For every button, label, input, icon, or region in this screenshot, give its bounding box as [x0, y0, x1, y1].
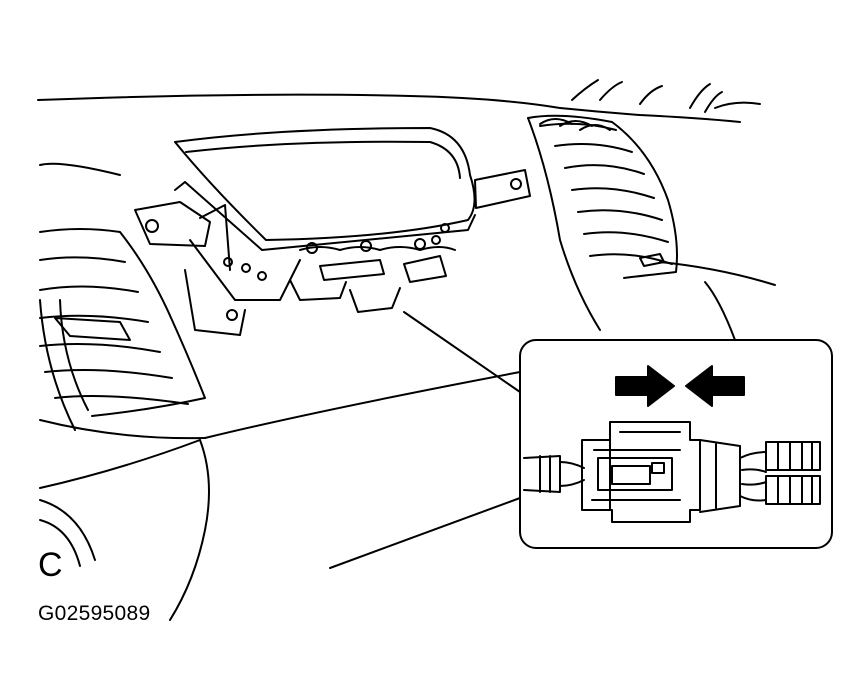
figure-code: G02595089 [38, 602, 151, 625]
dashboard-outline [38, 95, 775, 620]
detail-leader-line [404, 312, 520, 392]
windshield-trim [572, 80, 760, 112]
airbag-module [135, 128, 530, 335]
connector-detail-inset [520, 340, 832, 548]
view-label: C [38, 546, 63, 584]
left-air-vent [40, 229, 205, 430]
right-air-vent [528, 116, 677, 330]
right-arrow-icon [616, 366, 674, 406]
speaker-grille [40, 500, 95, 566]
left-arrow-icon [686, 366, 744, 406]
